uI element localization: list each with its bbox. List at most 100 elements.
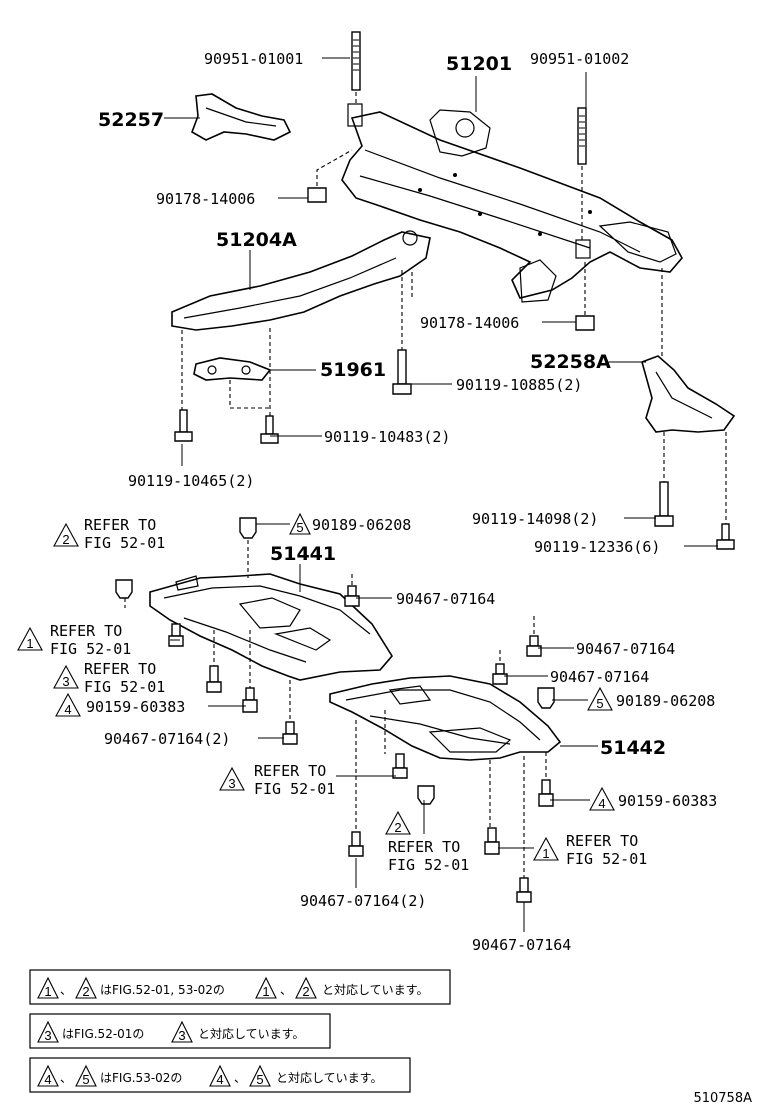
screw-90467-07164-e <box>348 831 364 857</box>
label-90178-14006-upper: 90178-14006 <box>156 190 255 208</box>
svg-text:2: 2 <box>302 984 309 999</box>
bolt-90119-14098 <box>654 481 674 527</box>
svg-text:と対応しています。: と対応しています。 <box>198 1027 304 1041</box>
label-90951-01002: 90951-01002 <box>530 50 629 68</box>
refer-note-1-right: 1 REFER TO FIG 52-01 <box>533 832 647 868</box>
label-90189-06208-lower: 90189-06208 <box>616 692 715 710</box>
screw-ref-3-left <box>206 665 222 693</box>
triangle-marker-1 <box>17 626 43 651</box>
label-51442: 51442 <box>600 737 666 759</box>
under-cover-51441 <box>149 573 393 681</box>
stud-bolt-90951-01002 <box>577 107 587 165</box>
svg-text:REFER TO: REFER TO <box>254 762 326 780</box>
svg-text:5: 5 <box>596 696 603 711</box>
nut-90178-14006-upper <box>307 187 327 203</box>
refer-note-3-center: 3 REFER TO FIG 52-01 <box>219 762 335 798</box>
svg-text:1: 1 <box>44 984 51 999</box>
label-51961: 51961 <box>320 359 386 381</box>
label-90119-10465: 90119-10465(2) <box>128 472 254 490</box>
svg-text:3: 3 <box>228 776 235 791</box>
label-90178-14006-lower: 90178-14006 <box>420 314 519 332</box>
label-90159-60383-left: 90159-60383 <box>86 698 185 716</box>
screw-90467-07164-d <box>282 721 298 745</box>
screw-90159-60383-b <box>538 779 554 807</box>
screw-90467-07164-b <box>526 635 542 657</box>
nut-90178-14006-lower <box>575 315 595 331</box>
label-90467-07164-b: 90467-07164 <box>576 640 675 658</box>
svg-text:、: 、 <box>280 983 292 997</box>
svg-text:4: 4 <box>64 702 71 717</box>
bolt-90119-10885 <box>392 349 412 395</box>
svg-text:はFIG.52-01の: はFIG.52-01の <box>62 1027 144 1041</box>
bolt-90119-10465 <box>174 409 193 442</box>
marker-4-right: 4 <box>589 786 615 811</box>
screw-90467-07164-c <box>492 663 508 685</box>
crossmember-51201 <box>341 103 683 303</box>
svg-text:3: 3 <box>62 674 69 689</box>
assembly-guide-lines-upper <box>181 92 727 524</box>
screw-ref-1-right <box>484 827 500 855</box>
svg-text:2: 2 <box>82 984 89 999</box>
svg-text:FIG 52-01: FIG 52-01 <box>84 678 165 696</box>
svg-text:、: 、 <box>60 1071 72 1085</box>
svg-text:1: 1 <box>262 984 269 999</box>
svg-text:はFIG.53-02の: はFIG.53-02の <box>100 1071 182 1085</box>
marker-4-left: 4 <box>55 692 81 717</box>
label-90189-06208-upper: 90189-06208 <box>312 516 411 534</box>
marker-5-upper: 5 <box>289 512 311 535</box>
bracket-51961 <box>193 357 272 381</box>
label-52257: 52257 <box>98 109 164 131</box>
screw-90159-60383-a <box>242 687 258 713</box>
svg-text:3: 3 <box>178 1028 185 1043</box>
triangle-marker-5 <box>289 512 311 535</box>
svg-text:はFIG.52-01, 53-02の: はFIG.52-01, 53-02の <box>100 983 225 997</box>
label-90159-60383-right: 90159-60383 <box>618 792 717 810</box>
screw-ref-1-left <box>168 623 184 647</box>
label-90467-07164-e: 90467-07164(2) <box>300 892 426 910</box>
svg-text:REFER TO: REFER TO <box>388 838 460 856</box>
svg-text:REFER TO: REFER TO <box>84 660 156 678</box>
svg-text:FIG 52-01: FIG 52-01 <box>388 856 469 874</box>
svg-text:2: 2 <box>62 532 69 547</box>
clip-90189-06208-a <box>239 517 257 539</box>
label-90119-14098: 90119-14098(2) <box>472 510 598 528</box>
label-51201: 51201 <box>446 53 512 75</box>
svg-text:1: 1 <box>542 846 549 861</box>
clip-90189-06208-b <box>537 687 555 709</box>
label-90119-10885: 90119-10885(2) <box>456 376 582 394</box>
screw-90467-07164-a <box>344 585 360 607</box>
refer-note-2-upper-left: 2 REFER TO FIG 52-01 <box>53 516 165 552</box>
bolt-90119-12336 <box>716 523 735 550</box>
leader-lines <box>164 57 718 932</box>
triangle-marker-5 <box>587 686 613 711</box>
svg-text:5: 5 <box>256 1072 263 1087</box>
clip-ref-2-left <box>115 579 133 599</box>
svg-text:4: 4 <box>598 796 605 811</box>
svg-text:4: 4 <box>216 1072 223 1087</box>
triangle-marker-2 <box>385 810 411 835</box>
svg-text:REFER TO: REFER TO <box>50 622 122 640</box>
svg-text:5: 5 <box>296 520 303 535</box>
triangle-marker-2 <box>53 522 79 547</box>
label-51441: 51441 <box>270 543 336 565</box>
svg-text:REFER TO: REFER TO <box>566 832 638 850</box>
triangle-marker-4 <box>55 692 81 717</box>
member-51204A <box>171 230 431 331</box>
brace-52257 <box>191 93 292 141</box>
svg-text:1: 1 <box>26 636 33 651</box>
label-90951-01001: 90951-01001 <box>204 50 303 68</box>
svg-text:と対応しています。: と対応しています。 <box>276 1071 382 1085</box>
label-90467-07164-d: 90467-07164(2) <box>104 730 230 748</box>
svg-text:2: 2 <box>394 820 401 835</box>
refer-note-1-left: 1 REFER TO FIG 52-01 <box>17 622 131 658</box>
screw-90467-07164-f <box>516 877 532 903</box>
part-labels: 90951-01001 51201 90951-01002 52257 9017… <box>86 50 717 954</box>
svg-text:5: 5 <box>82 1072 89 1087</box>
label-51204A: 51204A <box>216 229 297 251</box>
triangle-marker-3 <box>53 664 79 689</box>
label-90467-07164-f: 90467-07164 <box>472 936 571 954</box>
svg-text:、: 、 <box>60 983 72 997</box>
diagram-id: 510758A <box>693 1091 752 1106</box>
refer-note-3-left: 3 REFER TO FIG 52-01 <box>53 660 165 696</box>
